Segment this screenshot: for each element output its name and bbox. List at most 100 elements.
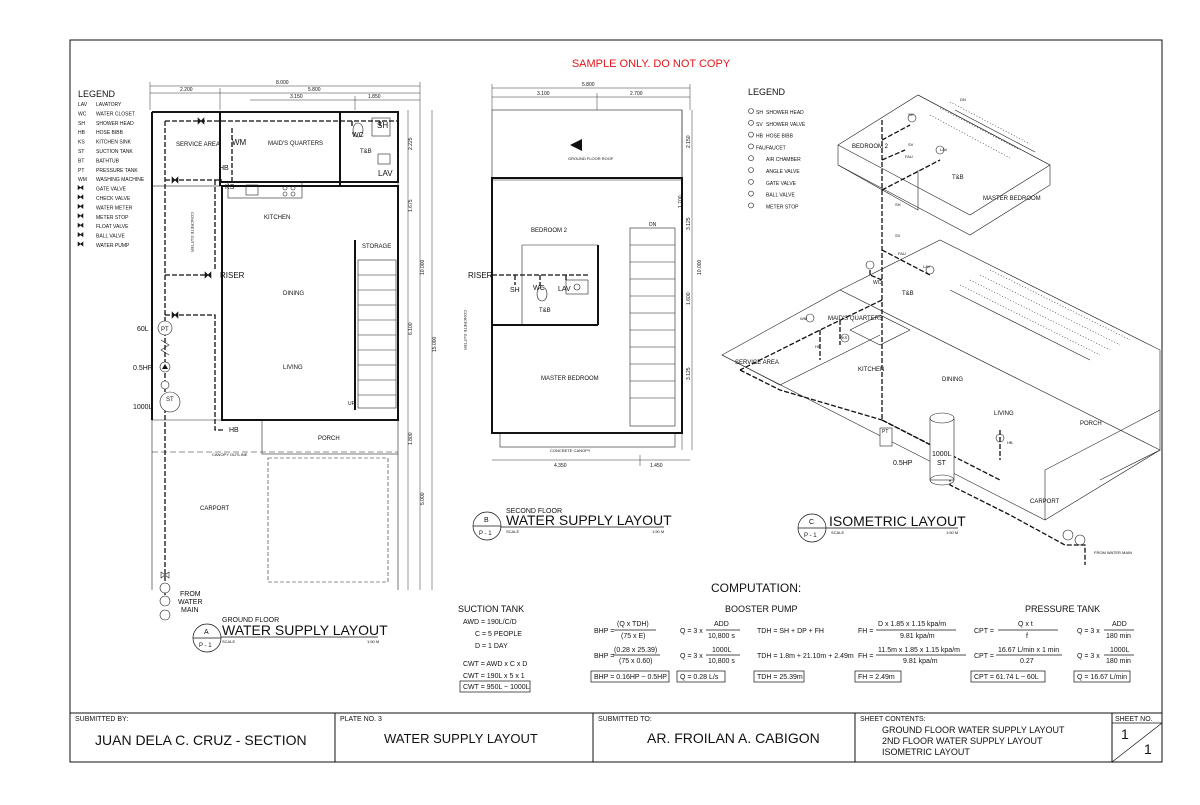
fh-num-1: D x 1.85 x 1.15 kpa/m [878, 621, 946, 628]
submitted-by-label: SUBMITTED BY: [75, 716, 128, 723]
gf-scale-value: 1:50 M [367, 639, 379, 644]
isometric-layout: BEDROOM 2 T&B MASTER BEDROOM T&B MAID'S … [721, 94, 1161, 565]
sf-label-wc: WC [533, 285, 545, 292]
gf-st-capacity: 1000L [133, 404, 153, 411]
iso-label-sv-1: SV [908, 142, 914, 147]
suction-line-4: CWT = AWD x C x D [463, 661, 527, 668]
second-floor-plan: 5.800 3.100 2.700 4.350 1.450 2.150 1.70… [463, 82, 703, 469]
fh-result: FH = 2.49m [858, 674, 895, 681]
title-block: SUBMITTED BY: JUAN DELA C. CRUZ - SECTIO… [70, 712, 1163, 763]
legend-right-label: SHOWER VALVE [766, 122, 806, 128]
legend-left-label: PRESSURE TANK [96, 168, 138, 174]
fixture-symbol-icon [748, 190, 754, 197]
submitted-by: JUAN DELA C. CRUZ - SECTION [95, 732, 307, 748]
legend-right-code: FAU [756, 145, 766, 151]
legend-left-label: WATER METER [96, 205, 133, 211]
iso-label-fau-2: FAU [898, 251, 906, 256]
gf-label-wm: WM [232, 138, 247, 147]
iso-label-fau-1: FAU [905, 154, 913, 159]
fh-label-1: FH = [858, 628, 873, 635]
iso-label-tank-cap: 1000L [932, 451, 952, 458]
iso-label-st: ST [937, 460, 947, 467]
iso-label-dn: DN [960, 97, 966, 102]
iso-title-sheet: P - 1 [804, 533, 817, 539]
bp-q-den-2: 10,800 s [708, 658, 735, 665]
sf-dim-r6: 3.125 [686, 367, 692, 380]
pt-q-num-1: ADD [1112, 621, 1127, 628]
iso-label-sh-1: SH [908, 112, 914, 117]
sheet-total: 1 [1144, 741, 1152, 757]
gf-dim-overall: 8.000 [276, 80, 289, 86]
suction-line-5: CWT = 190L x 5 x 1 [463, 673, 525, 680]
iso-title: ISOMETRIC LAYOUT [829, 513, 966, 529]
legend-left-label: METER STOP [96, 215, 129, 221]
gf-scale-label: SCALE [222, 639, 235, 644]
ball-valve-icon [77, 231, 84, 238]
legend-right-label: METER STOP [766, 204, 799, 210]
pt-q-label-2: Q = 3 x [1077, 653, 1100, 660]
bp-q-den-1: 10,800 s [708, 633, 735, 640]
legend-right-label: SHOWER HEAD [766, 110, 804, 116]
iso-label-wc: WC [873, 280, 882, 286]
sf-dim-r3: 3.125 [686, 217, 692, 230]
iso-title-letter: C [809, 519, 814, 526]
check-valve-icon [77, 194, 84, 200]
bp-q-num-2: 1000L [712, 647, 732, 654]
legend-left-label: SUCTION TANK [96, 149, 133, 155]
legend-left-row: GATE VALVE [77, 184, 127, 193]
legend-right-row: GATE VALVE [748, 179, 797, 187]
suction-result: CWT = 950L ~ 1000L [463, 684, 530, 691]
sheet-contents-label: SHEET CONTENTS: [860, 716, 926, 723]
iso-room-tb-upper: T&B [952, 175, 964, 181]
legend-left-label: BATHTUB [96, 158, 120, 164]
sf-room-tb: T&B [539, 308, 551, 314]
legend-right-row: BALL VALVE [748, 190, 795, 199]
suction-line-3: D = 1 DAY [475, 643, 508, 650]
fh-label-2: FH = [858, 653, 873, 660]
iso-label-ks: KS [842, 335, 848, 340]
iso-scale-value: 1:50 M [946, 530, 958, 535]
iso-room-porch: PORCH [1080, 421, 1102, 427]
iso-label-sv-2: SV [895, 233, 901, 238]
iso-label-sh-2: SH [895, 202, 901, 207]
cpt-label-1: CPT = [974, 628, 994, 635]
booster-heading: BOOSTER PUMP [725, 604, 798, 614]
sf-title: WATER SUPPLY LAYOUT [506, 512, 672, 528]
gf-pump-capacity: 0.5HP [133, 365, 153, 372]
iso-label-hb-2: HB [1007, 440, 1013, 445]
iso-room-dining: DINING [942, 377, 963, 383]
fixture-symbol-icon [748, 202, 754, 209]
gf-label-gutter: CONCRETE GUTTER [190, 212, 195, 252]
gf-st-tag: ST [166, 397, 174, 403]
gf-dim-r6: 1.800 [408, 432, 414, 445]
fh-den-1: 9.81 kpa/m [900, 633, 935, 640]
legend-left-row: METER STOP [77, 213, 129, 221]
suction-heading: SUCTION TANK [458, 604, 524, 614]
gf-label-hb: HB [219, 165, 229, 172]
iso-room-master-bedroom: MASTER BEDROOM [983, 196, 1041, 202]
sf-label-riser: RISER [468, 271, 493, 280]
legend-left-label: WATER PUMP [96, 243, 130, 249]
bp-q-num-1: ADD [714, 621, 729, 628]
sheet-border [69, 39, 1163, 763]
sf-subtitle: SECOND FLOOR [506, 508, 562, 515]
bhp-label-2: BHP = [594, 653, 614, 660]
sf-dim-right: 2.700 [630, 91, 643, 97]
cpt-num-2: 16.67 L/min x 1 min [998, 647, 1059, 654]
legend-left-label: WASHING MACHINE [96, 177, 145, 183]
fixture-symbol-icon [748, 167, 754, 173]
sf-label-lav: LAV [558, 286, 571, 293]
fixture-symbol-icon [748, 143, 754, 150]
sf-label-dn: DN [649, 222, 657, 228]
gf-label-ks: KS [225, 184, 235, 191]
gf-label-lav: LAV [378, 169, 393, 178]
legend-left-row: WATER METER [77, 203, 133, 211]
iso-room-maids-quarters: MAID'S QUARTERS [828, 316, 883, 322]
legend-right-row: AIR CHAMBER [748, 155, 801, 163]
submitted-to-label: SUBMITTED TO: [598, 716, 652, 723]
gf-pt-tag: PT [161, 327, 169, 333]
tdh-result: TDH = 25.39m [757, 674, 803, 681]
